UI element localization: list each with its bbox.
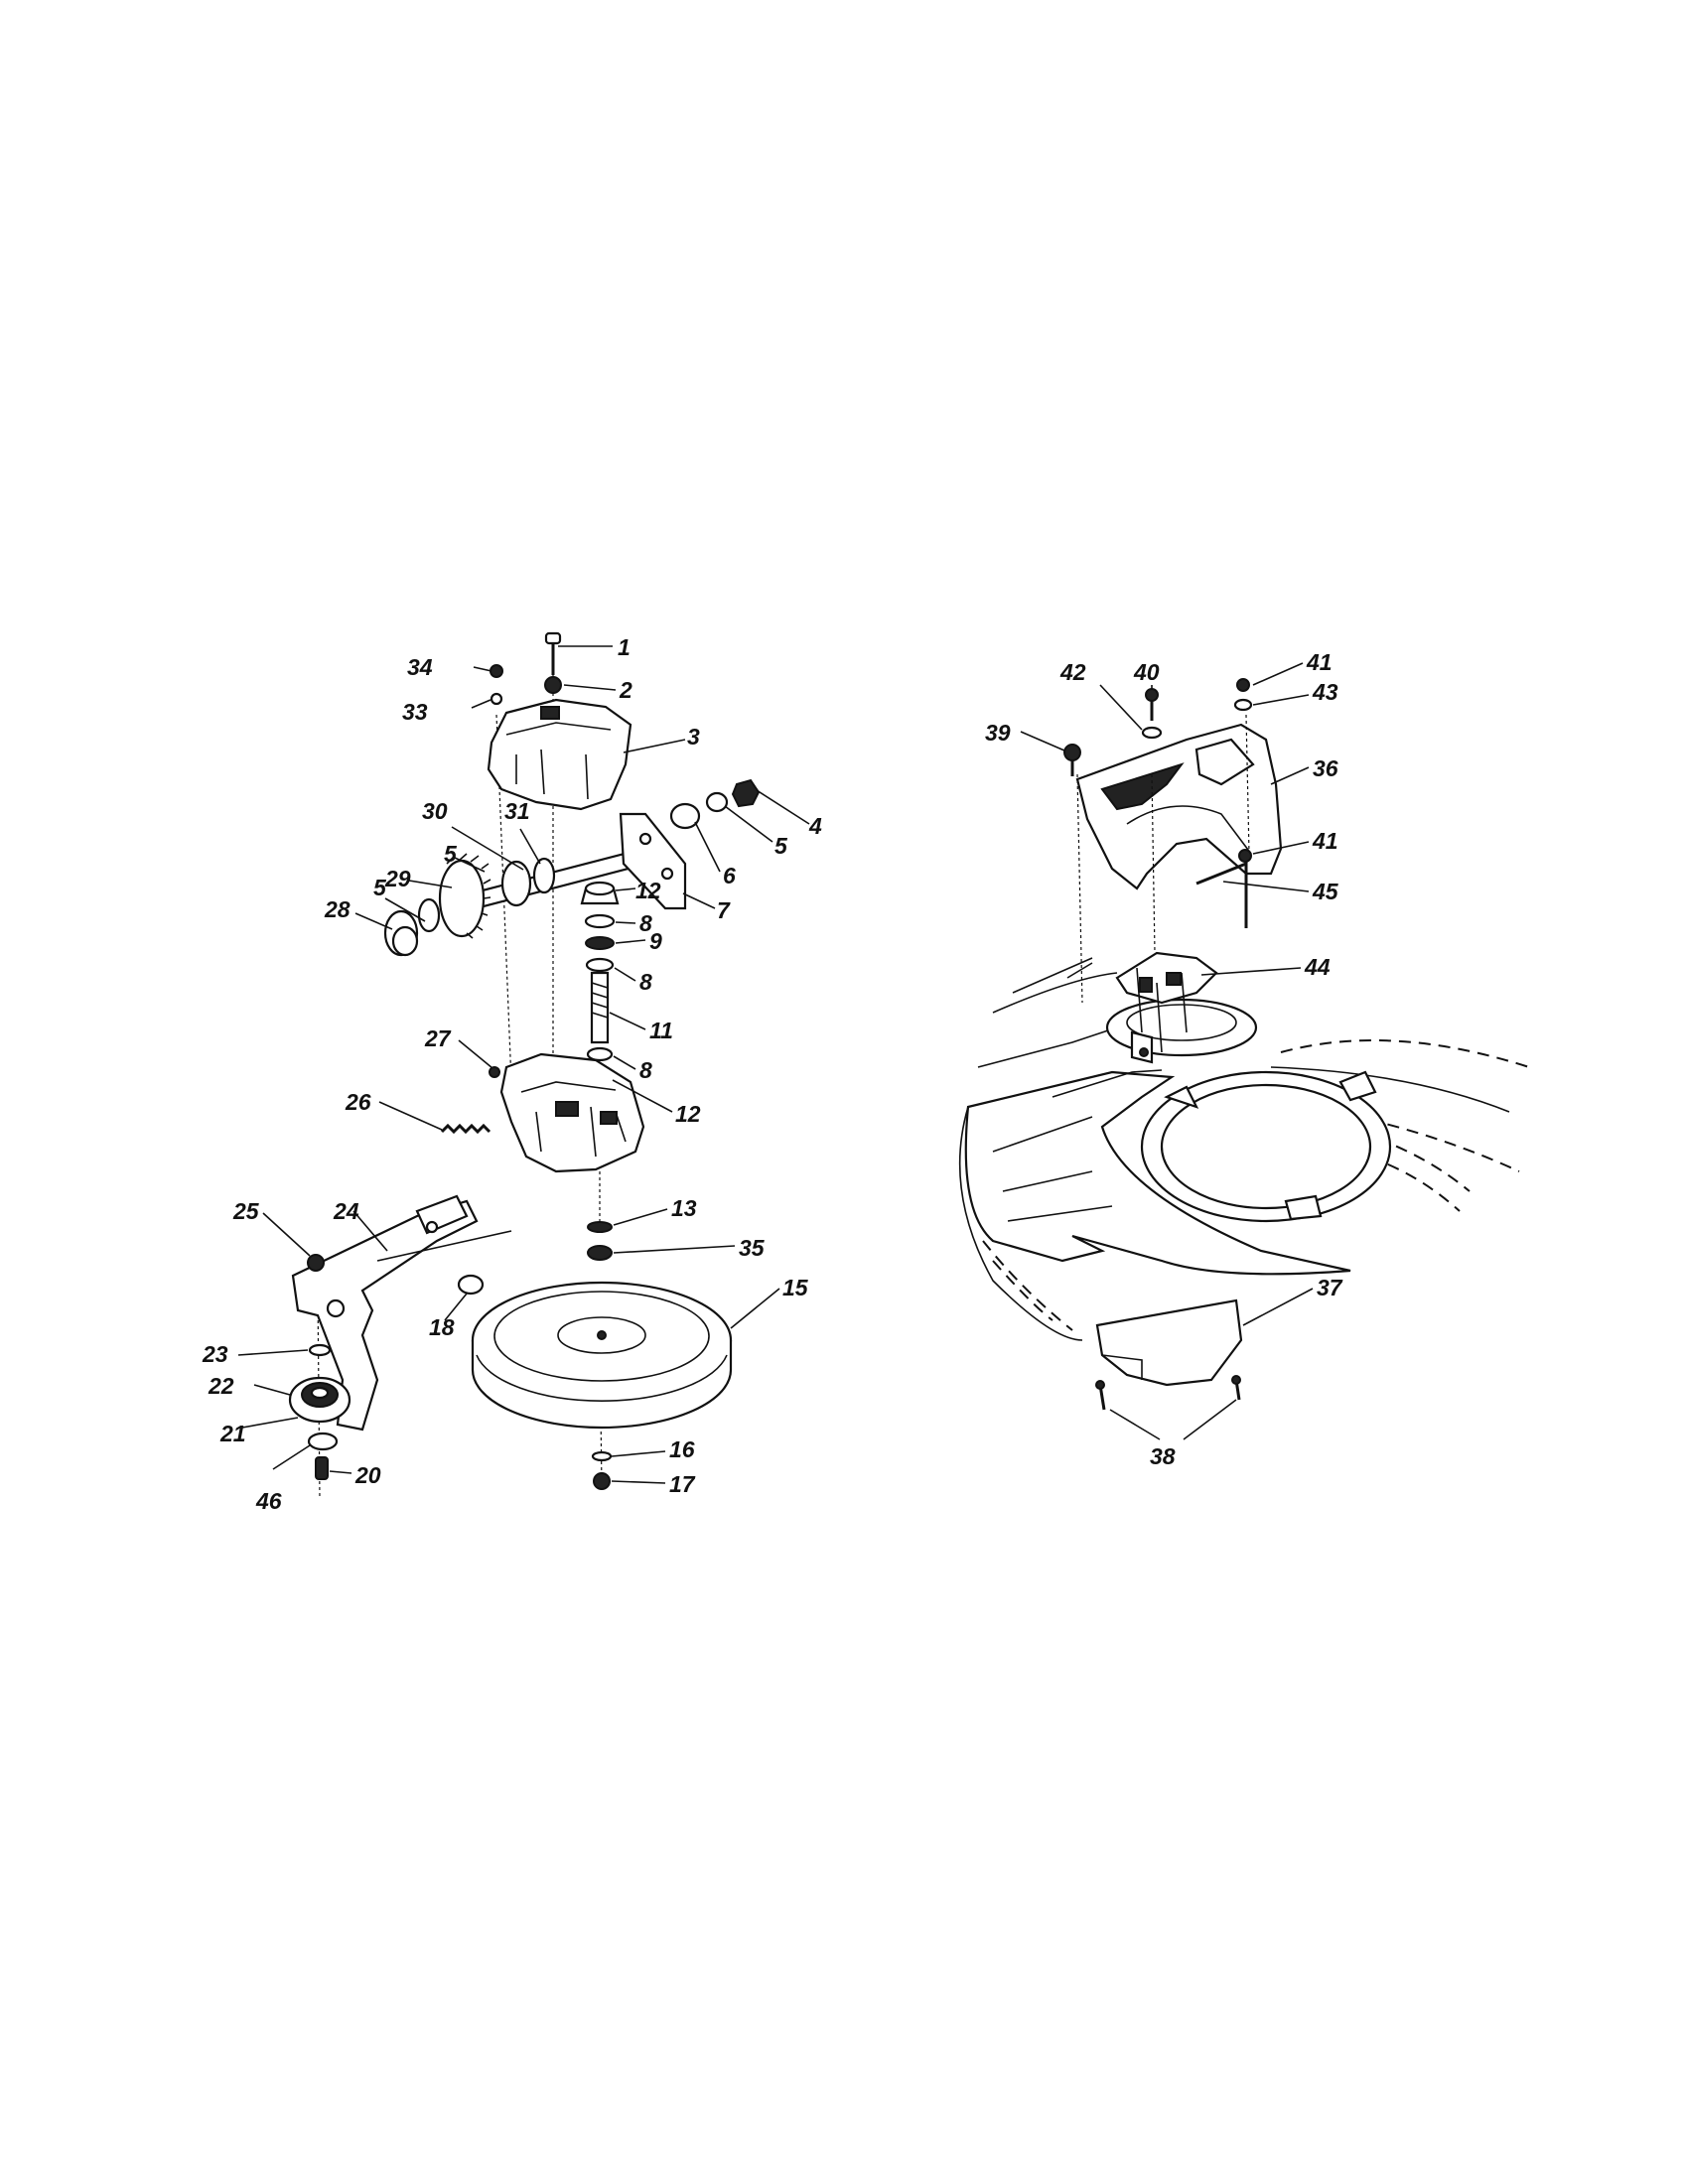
callout-label: 1 [618,634,631,660]
callout-label: 27 [424,1025,452,1051]
callout-label: 23 [202,1341,228,1367]
drive-pulley [471,1281,733,1430]
callout-label: 9 [649,928,662,954]
nut-part [1236,678,1250,692]
callout-label: 22 [208,1373,234,1399]
nut-part [307,1254,325,1272]
rod-part [1195,861,1248,928]
callout-label: 26 [345,1089,371,1115]
callout-label: 30 [422,798,448,824]
washer-part [705,791,729,813]
gearbox-assembly [237,631,810,1500]
washer-part [1141,726,1163,740]
callout-label: 8 [639,969,652,995]
nut-part [1238,849,1252,863]
callout-label: 5 [373,875,387,900]
callout-label: 21 [219,1421,246,1446]
screw-part [1063,744,1081,776]
lower-gear-case [489,1052,645,1173]
washer-part [307,1432,339,1451]
screw-part [1095,1380,1106,1411]
callout-label: 8 [639,910,652,936]
callout-label: 8 [639,1057,652,1083]
callout-label: 18 [429,1314,455,1340]
callout-label: 25 [232,1198,260,1224]
screw-part [1145,688,1159,721]
callout-label: 4 [808,813,822,839]
deck-baffle [1095,1298,1243,1387]
nut-part [457,1274,485,1296]
callout-label: 12 [675,1101,701,1127]
callout-labels: 1 2 3 4 5 5 5 6 7 8 8 8 9 11 12 12 13 15… [202,634,1343,1514]
callout-label: 24 [333,1198,359,1224]
callout-label: 29 [384,866,411,891]
idler-bracket [291,1194,512,1432]
callout-label: 7 [717,897,731,923]
drive-shaft-assembly [383,847,649,957]
worm-shaft-stack [580,881,620,1088]
spring-part [440,1123,491,1135]
callout-label: 42 [1059,659,1086,685]
washer-part [587,1221,613,1233]
callout-label: 39 [985,720,1011,746]
hex-nut-part [731,778,761,808]
leader-lines-left [237,645,810,1484]
callout-label: 31 [504,798,530,824]
washer-part [490,692,503,706]
callout-label: 12 [635,878,661,903]
callout-label: 38 [1150,1443,1176,1469]
callout-label: 41 [1312,828,1338,854]
callout-label: 5 [444,841,458,867]
callout-label: 45 [1312,879,1339,904]
callout-label: 28 [324,896,351,922]
upper-gear-case [487,698,632,811]
belt-cover [1075,723,1283,890]
callout-label: 16 [669,1436,695,1462]
callout-label: 11 [649,1018,673,1043]
callout-label: 5 [774,833,788,859]
callout-label: 40 [1133,659,1160,685]
callout-label: 43 [1312,679,1338,705]
callout-label: 15 [782,1275,809,1300]
callout-label: 41 [1306,649,1333,675]
callout-label: 44 [1304,954,1331,980]
callout-label: 34 [407,654,433,680]
screw-part [1231,1375,1241,1401]
callout-label: 13 [671,1195,697,1221]
callout-label: 17 [669,1471,696,1497]
callout-label: 36 [1313,755,1338,781]
deck-assembly [958,662,1530,1440]
bolt-part [544,631,562,675]
callout-label: 3 [687,724,700,750]
bearing-plate [619,812,687,910]
callout-label: 37 [1317,1275,1343,1300]
callout-label: 20 [354,1462,381,1488]
callout-label: 33 [402,699,428,725]
nut-part [544,676,562,694]
deck-ring [1140,1070,1392,1223]
motor-bracket [1012,951,1258,1064]
bushing-part [669,802,701,830]
callout-label: 35 [739,1235,766,1261]
washer-part [308,1343,332,1357]
leader-lines-right [1020,662,1314,1440]
washer-part [591,1450,613,1462]
mower-deck [958,972,1530,1341]
screw-part [490,664,503,678]
idler-pulley [288,1376,351,1424]
bolt-part [315,1456,329,1480]
nut-part [593,1472,611,1490]
washer-part [587,1245,613,1261]
washer-part [1233,698,1253,712]
callout-label: 46 [255,1488,282,1514]
callout-label: 2 [619,677,632,703]
callout-label: 6 [723,863,736,888]
